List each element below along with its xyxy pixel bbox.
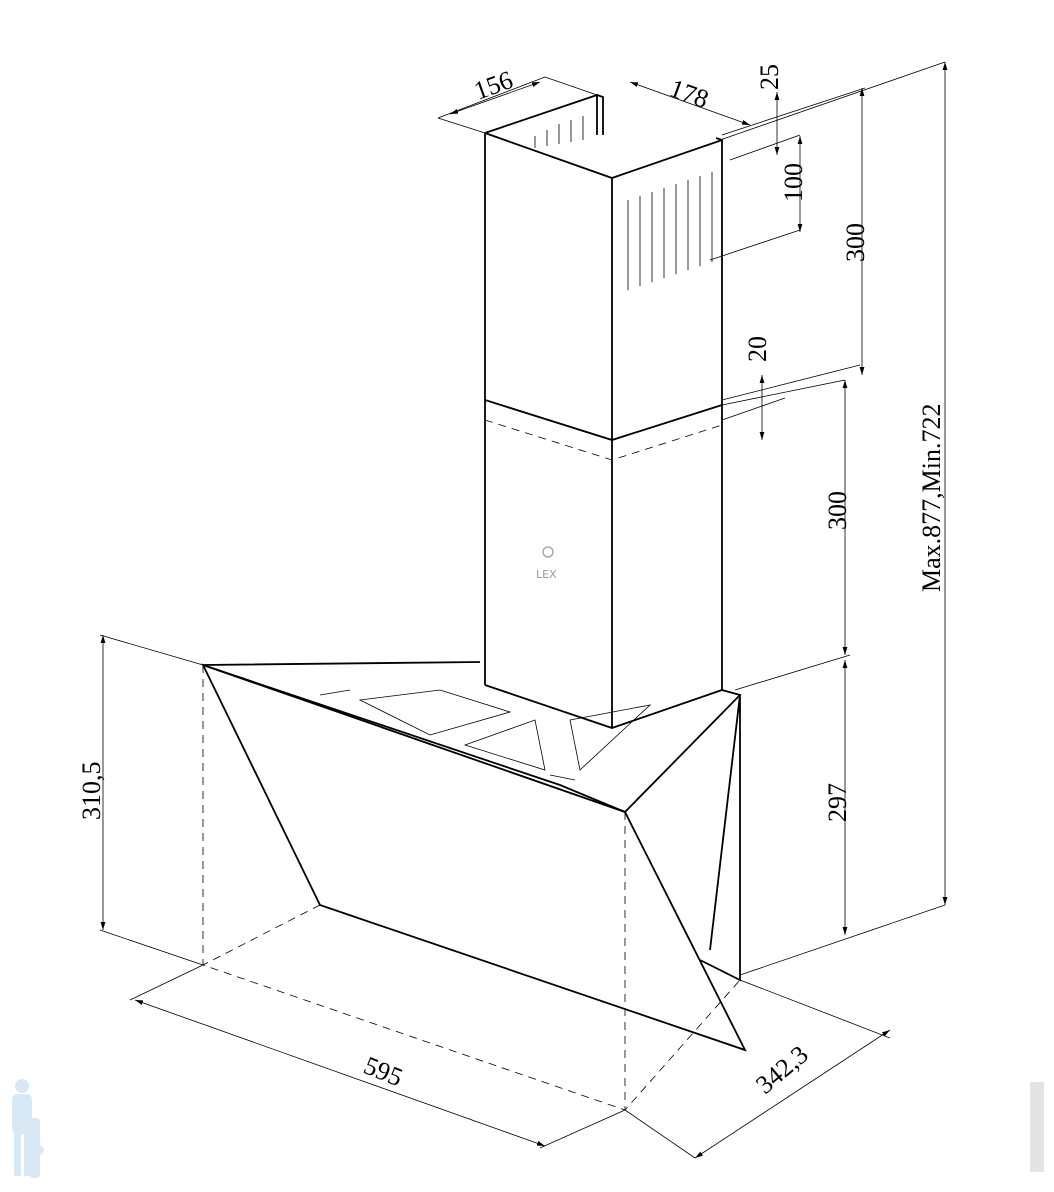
- dim-top-offset: 25: [755, 64, 784, 90]
- vent-slots: [534, 116, 713, 290]
- dim-hood-depth: 342,3: [750, 1040, 813, 1100]
- dim-glass-height: 310,5: [77, 762, 106, 821]
- hood-body: [201, 661, 747, 1052]
- lower-chimney: LEX: [484, 400, 723, 729]
- dimension-lines: [99, 61, 948, 1159]
- dim-chimney-width: 178: [666, 73, 713, 114]
- dim-upper-chimney: 300: [841, 223, 870, 262]
- logo-icon: [542, 546, 554, 558]
- dim-hood-width: 595: [360, 1051, 407, 1092]
- dim-vent-slot: 100: [779, 163, 808, 202]
- dim-overlap: 20: [743, 336, 772, 362]
- dimension-labels: 156 178 25 100 300 20 300 Max.877,Min.72…: [77, 64, 946, 1100]
- dim-hood-height: 297: [823, 783, 852, 822]
- plumber-mascot-logo: [12, 1079, 44, 1178]
- dim-lower-chimney: 300: [823, 491, 852, 530]
- hidden-lines: [202, 665, 741, 1111]
- dim-chimney-depth: 156: [470, 65, 517, 106]
- brand-logo: LEX: [536, 568, 557, 581]
- site-watermark: [1030, 1082, 1044, 1172]
- dim-total-height: Max.877,Min.722: [917, 404, 946, 593]
- upper-chimney: [484, 93, 723, 441]
